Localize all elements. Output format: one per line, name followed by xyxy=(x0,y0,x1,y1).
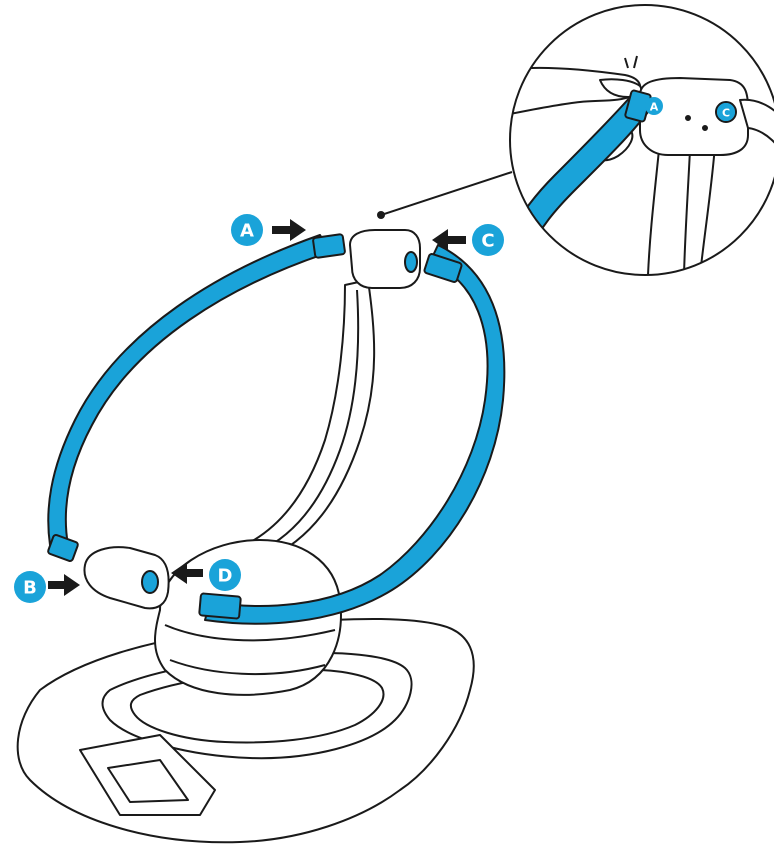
socket-b xyxy=(142,571,158,593)
zoom-badge-a-text: A xyxy=(650,101,659,114)
zoom-badge-c-text: C xyxy=(722,107,730,120)
arrow-b xyxy=(48,574,80,596)
zoom-screw-1 xyxy=(686,116,690,120)
badge-d: D xyxy=(209,559,241,591)
badge-a-text: A xyxy=(240,221,254,242)
spine xyxy=(245,280,374,560)
zoom-badge-c: C xyxy=(717,103,735,121)
badge-c-text: C xyxy=(481,231,494,252)
cap-b xyxy=(47,534,78,562)
tube-left xyxy=(48,235,330,545)
cap-d xyxy=(199,593,241,618)
callout-leader xyxy=(381,172,512,215)
badge-c: C xyxy=(472,224,504,256)
socket-top-right xyxy=(405,252,417,272)
badge-a: A xyxy=(231,214,263,246)
badge-b: B xyxy=(14,571,46,603)
zoom-screw-2 xyxy=(703,126,707,130)
zoom-detail: A C xyxy=(505,5,774,275)
arrow-a xyxy=(272,219,306,241)
zoom-badge-a: A xyxy=(645,97,663,115)
badge-d-text: D xyxy=(218,566,233,587)
cap-a xyxy=(313,234,345,258)
badge-b-text: B xyxy=(23,578,37,599)
